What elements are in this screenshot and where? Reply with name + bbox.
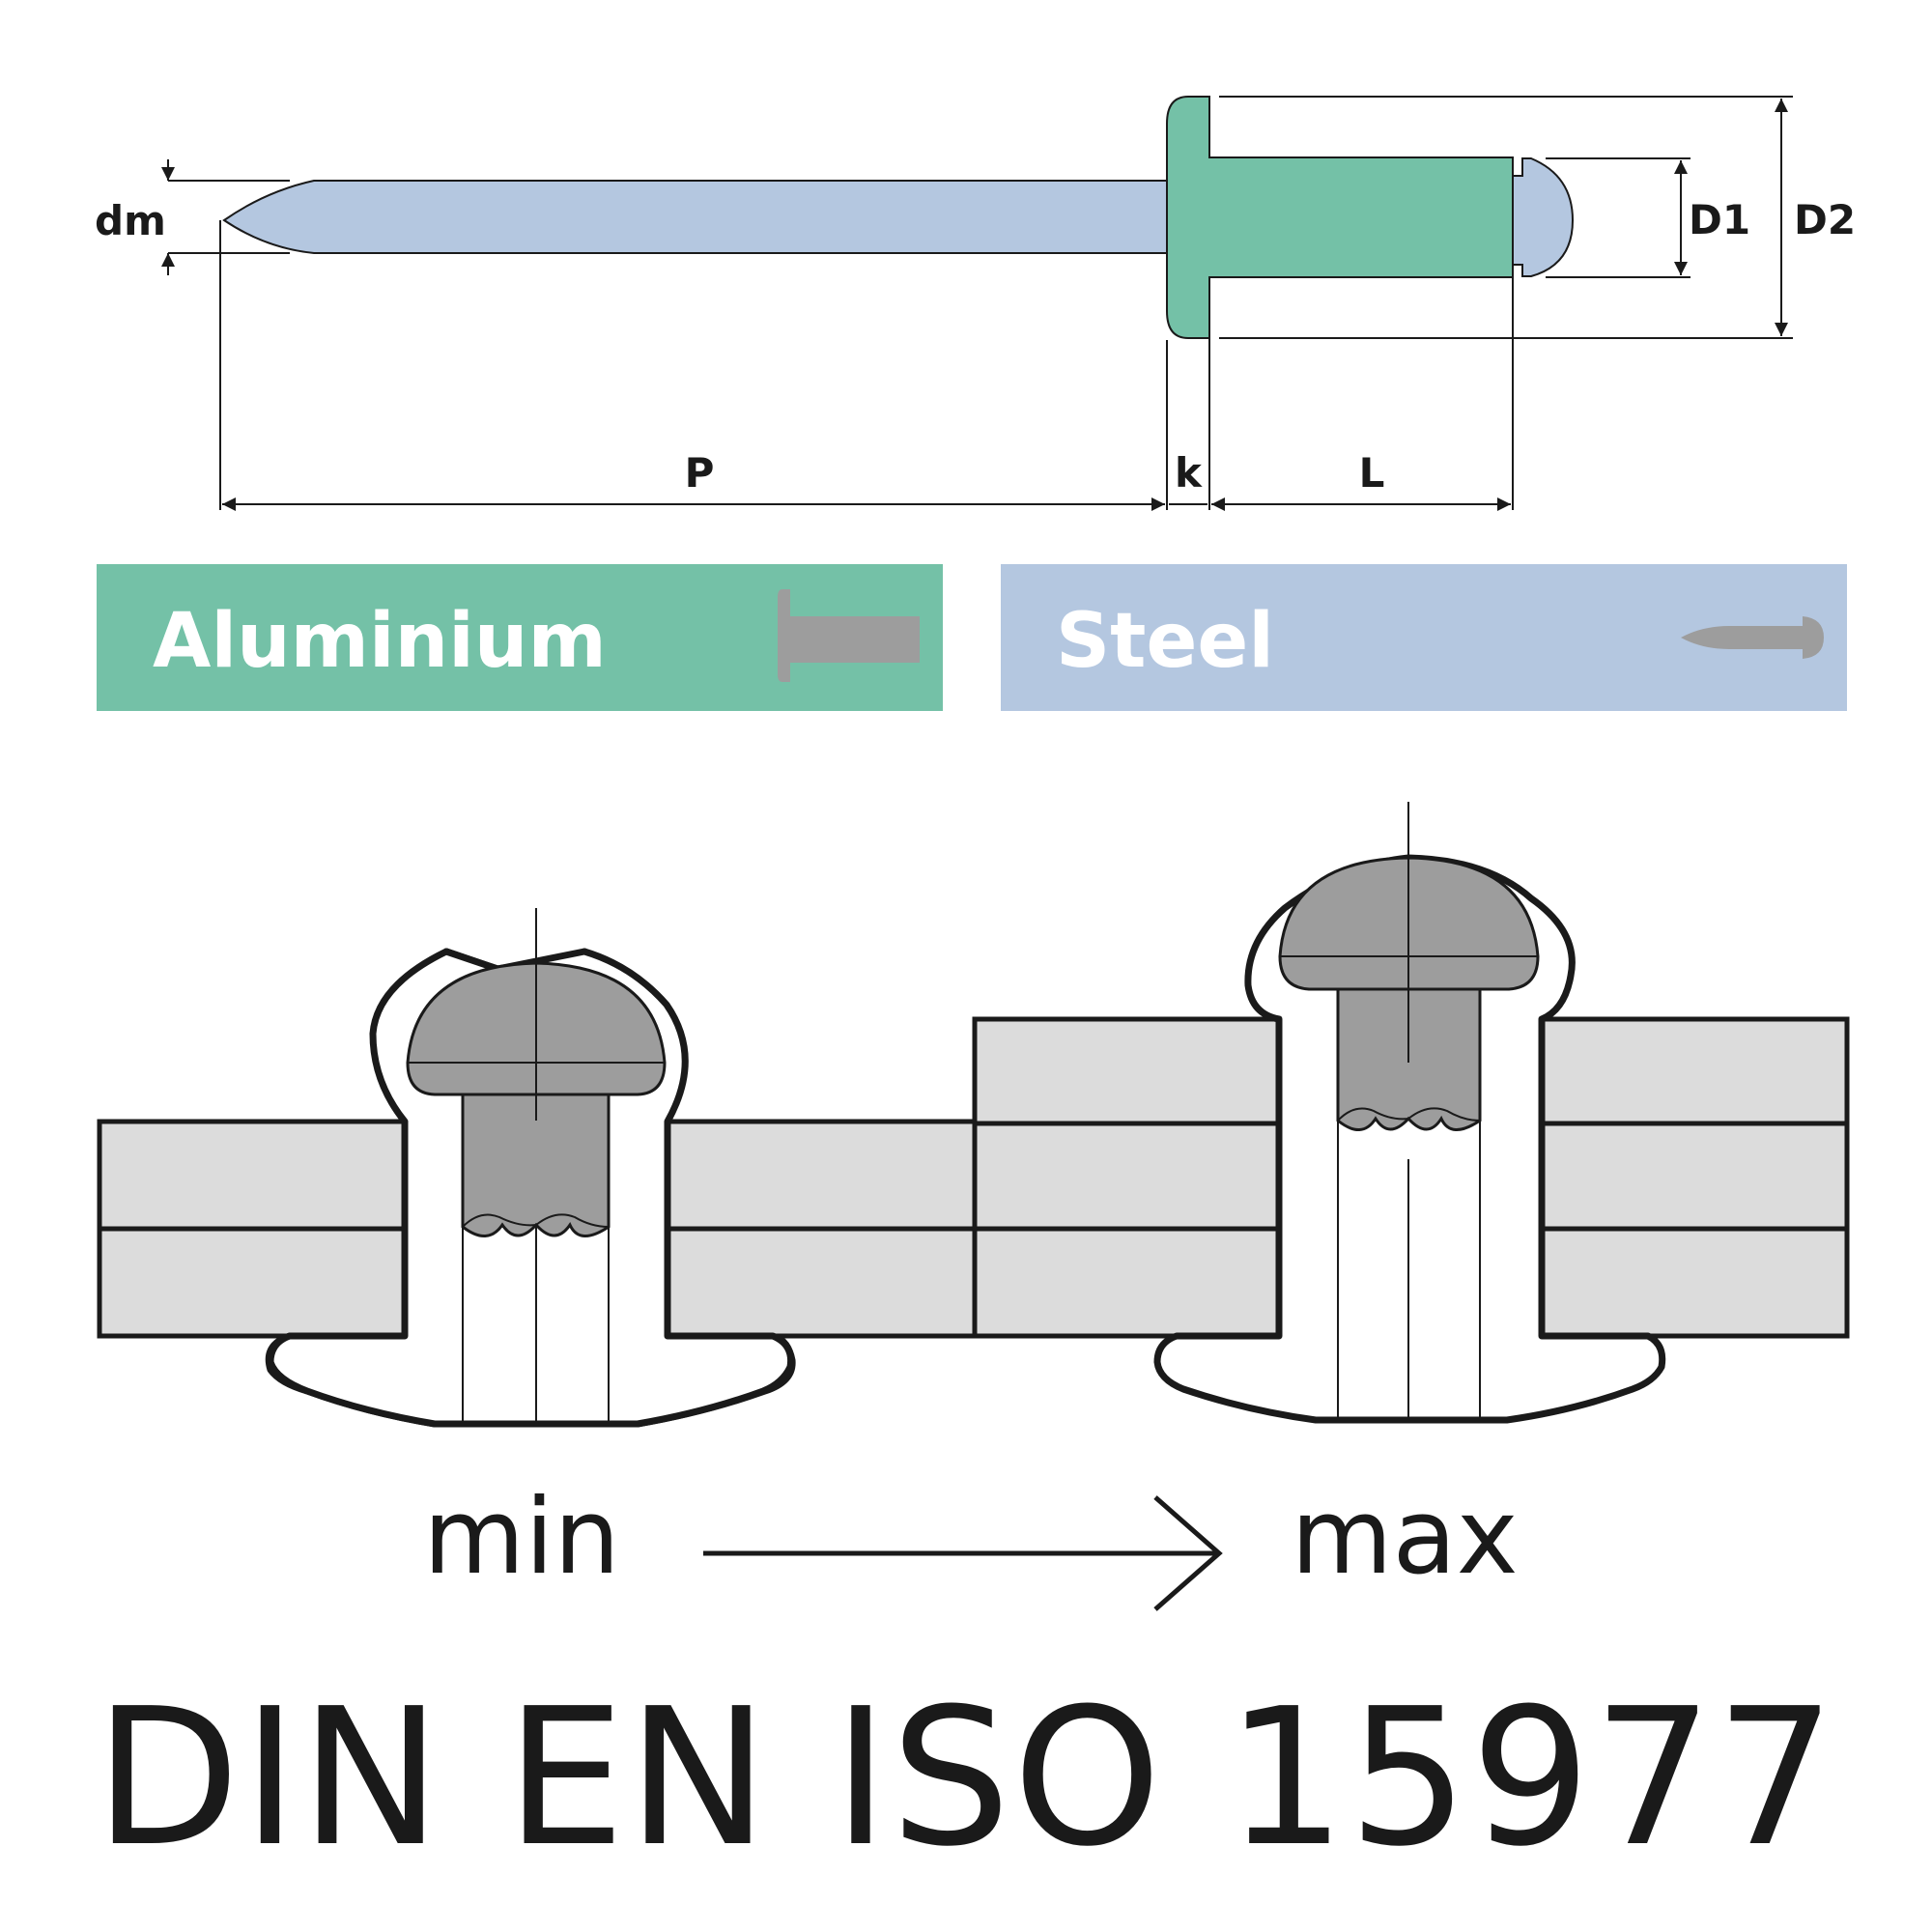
cross-section-min bbox=[97, 908, 978, 1428]
mandrel-shape bbox=[222, 180, 1168, 254]
plate-max-right bbox=[1539, 1016, 1850, 1339]
dim-label-d2: D2 bbox=[1794, 196, 1856, 243]
dim-label-dm: dm bbox=[95, 197, 166, 244]
mandrel-head-shape bbox=[1512, 157, 1575, 277]
rivet-drawing: dm D1 D2 P k L bbox=[95, 96, 1856, 511]
dim-label-d1: D1 bbox=[1689, 196, 1750, 243]
grip-range-max-label: max bbox=[1291, 1477, 1518, 1598]
standard-label: DIN EN ISO 15977 bbox=[95, 1668, 1838, 1889]
legend-steel-label: Steel bbox=[1056, 598, 1274, 685]
mandrel-icon bbox=[1681, 616, 1824, 659]
cross-section-max bbox=[972, 802, 1850, 1424]
dim-label-k: k bbox=[1175, 449, 1203, 497]
legend-aluminium-label: Aluminium bbox=[153, 598, 607, 685]
grip-range-min-label: min bbox=[423, 1477, 620, 1598]
dim-label-p: P bbox=[685, 449, 715, 497]
legend-aluminium: Aluminium bbox=[97, 564, 943, 711]
rivet-sleeve-max-outline bbox=[1153, 854, 1666, 1424]
dim-label-l: L bbox=[1359, 449, 1385, 497]
rivet-body-shape bbox=[1166, 96, 1514, 339]
legend-steel: Steel bbox=[1001, 564, 1847, 711]
grip-range-arrow bbox=[703, 1495, 1223, 1611]
rivet-body-icon bbox=[778, 589, 920, 682]
plate-max-left bbox=[972, 1016, 1282, 1339]
